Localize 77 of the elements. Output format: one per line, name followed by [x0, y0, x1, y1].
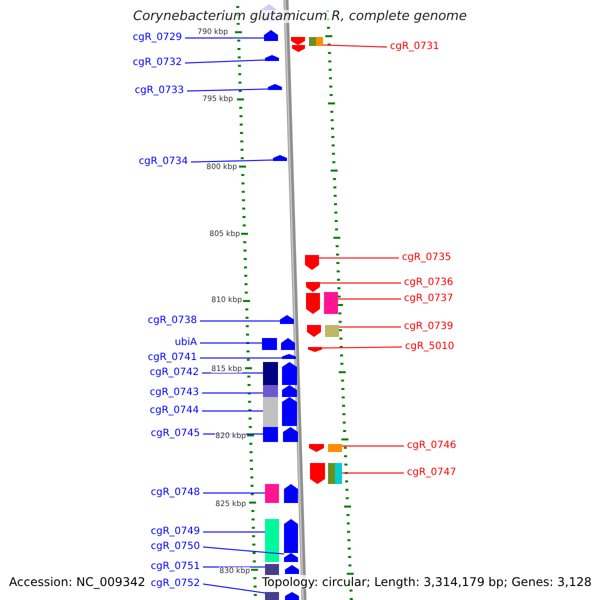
leader-line — [202, 546, 284, 554]
gene-label: cgR_0742 — [150, 367, 199, 379]
gene-block — [282, 354, 296, 359]
leader-line — [200, 342, 262, 344]
gene-label: cgR_0737 — [404, 293, 454, 305]
gene-label: cgR_0744 — [150, 405, 199, 417]
leader-line — [184, 60, 266, 64]
gene-block — [273, 155, 287, 161]
gene-block — [265, 592, 279, 600]
gene-label: cgR_0734 — [138, 156, 188, 168]
gene-block — [285, 592, 299, 600]
gene-label: cgR_0748 — [150, 487, 200, 499]
gene-block — [335, 463, 342, 484]
gene-label: cgR_0741 — [148, 352, 197, 364]
gene-label: cgR_0739 — [404, 321, 454, 333]
gene-block — [309, 37, 316, 46]
genome-summary-text: Topology: circular; Length: 3,314,179 bp; Genes: 3,128 — [262, 575, 592, 589]
gene-block — [263, 397, 278, 427]
gene-block — [265, 55, 279, 61]
gene-label: cgR_0743 — [150, 387, 199, 399]
leader-line — [202, 492, 266, 494]
gene-label: cgR_0735 — [402, 252, 452, 264]
gene-block — [328, 463, 335, 484]
gene-label: cgR_0747 — [407, 467, 456, 479]
gene-block — [310, 463, 325, 484]
gene-block — [305, 255, 319, 270]
gene-block — [291, 37, 305, 45]
leader-line — [338, 326, 402, 328]
gene-block — [265, 564, 279, 575]
accession-label: Accession: NC_009342 — [8, 575, 146, 589]
gene-label: cgR_0732 — [132, 57, 182, 69]
leader-line — [202, 566, 266, 568]
gene-block — [268, 84, 282, 90]
gene-label: cgR_0733 — [134, 85, 184, 97]
leader-line — [202, 410, 264, 412]
gene-label: cgR_0745 — [150, 428, 200, 440]
leader-line — [200, 320, 280, 322]
leader-line — [202, 392, 264, 394]
gene-block — [328, 444, 342, 452]
leader-line — [342, 472, 404, 474]
gene-label: cgR_0752 — [150, 578, 200, 590]
gene-label: cgR_0746 — [407, 440, 456, 452]
gene-block — [308, 347, 322, 352]
leader-line — [322, 346, 402, 348]
gene-block — [307, 325, 321, 337]
gene-block — [265, 519, 279, 562]
leader-line — [322, 44, 388, 48]
leader-line — [320, 282, 402, 284]
gene-label: ubiA — [174, 337, 197, 349]
gene-block — [325, 325, 339, 337]
gene-label: cgR_0731 — [390, 41, 440, 53]
gene-label: cgR_0751 — [150, 561, 200, 573]
leader-line — [186, 88, 268, 92]
gene-block — [324, 292, 338, 314]
gene-block — [316, 37, 323, 46]
gene-block — [263, 427, 278, 442]
gene-label: cgR_5010 — [405, 341, 454, 353]
gene-block — [263, 362, 278, 385]
gene-label: cgR_0750 — [150, 541, 200, 553]
gene-block — [309, 444, 324, 452]
gene-block — [263, 385, 278, 397]
leader-line — [338, 298, 402, 300]
gene-block — [262, 338, 277, 350]
gene-block — [282, 362, 297, 385]
leader-line — [190, 160, 274, 162]
gene-label: cgR_0738 — [148, 315, 197, 327]
gene-block — [283, 427, 298, 442]
gene-label: cgR_0749 — [150, 526, 200, 538]
gene-label: cgR_0736 — [404, 277, 454, 289]
gene-block — [281, 338, 295, 350]
gene-block — [264, 30, 278, 41]
leader-line — [202, 372, 264, 374]
gene-label: cgR_0729 — [132, 32, 182, 44]
gene-block — [265, 484, 279, 503]
gene-block — [284, 484, 298, 503]
gene-block — [280, 315, 294, 324]
gene-block — [292, 45, 305, 52]
